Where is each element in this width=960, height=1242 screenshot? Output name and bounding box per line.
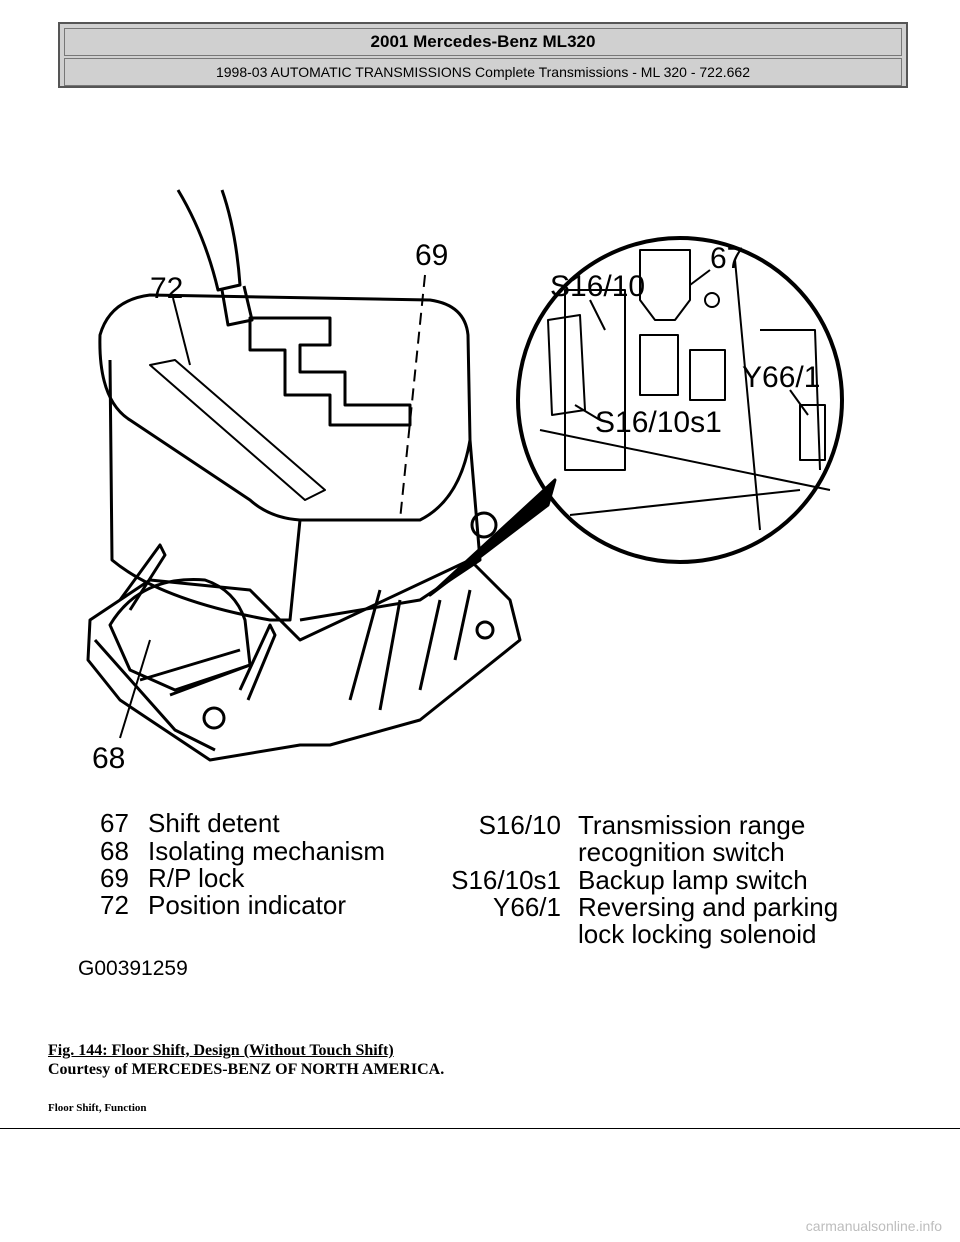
legend-code-s1610s1: S16/10s1 [451,865,561,895]
base-plate [86,558,522,762]
callout-69: 69 [415,239,448,272]
legend-desc-s1610s1: Backup lamp switch [578,865,808,895]
callout-68: 68 [92,742,125,775]
document-header: 2001 Mercedes-Benz ML320 1998-03 AUTOMAT… [58,22,908,88]
figure-title-link[interactable]: Fig. 144: Floor Shift, Design (Without T… [48,1042,394,1059]
shifter-housing-top [98,293,472,522]
section-heading: Floor Shift, Function [48,1102,147,1114]
legend-desc-69: R/P lock [148,863,245,893]
figure-caption: Fig. 144: Floor Shift, Design (Without T… [48,1042,444,1079]
shift-gate [248,316,412,427]
callout-y661: Y66/1 [742,361,820,394]
callout-72: 72 [150,272,183,305]
legend-num-68: 68 [100,836,129,866]
shifter-housing-body [108,359,302,622]
legend-num-69: 69 [100,863,129,893]
isolating-mechanism [108,578,252,692]
legend-desc-y661-2: lock locking solenoid [578,919,816,949]
shift-lever [176,189,242,292]
watermark: carmanualsonline.info [805,1218,942,1234]
legend-num-67: 67 [100,808,129,838]
callout-s1610: S16/10 [550,270,645,303]
leader-y661 [789,389,809,416]
legend-code-s1610: S16/10 [479,810,561,840]
zoom-pointer [428,478,557,597]
header-subtitle: 1998-03 AUTOMATIC TRANSMISSIONS Complete… [64,58,902,86]
page-divider [0,1128,960,1129]
callout-s1610s1: S16/10s1 [595,406,722,439]
leader-67 [689,269,711,286]
leader-69 [399,274,426,521]
legend-desc-67: Shift detent [148,808,280,838]
legend-desc-s1610-1: Transmission range [578,810,805,840]
legend-desc-y661-1: Reversing and parking [578,892,838,922]
legend-desc-s1610-2: recognition switch [578,837,785,867]
legend-code-y661: Y66/1 [493,892,561,922]
figure-courtesy: Courtesy of MERCEDES-BENZ OF NORTH AMERI… [48,1061,445,1078]
leader-68 [119,639,151,739]
legend-desc-68: Isolating mechanism [148,836,385,866]
shifter-diagram: 72 69 68 67 S16/10 S16/10s1 Y66/1 67 Shi… [78,189,844,980]
leader-72 [172,297,191,366]
leader-s1610 [589,299,606,331]
callout-67: 67 [710,242,743,275]
legend-num-72: 72 [100,890,129,920]
legend-desc-72: Position indicator [148,890,346,920]
position-indicator [149,359,326,501]
magnified-detail [539,249,831,531]
header-title: 2001 Mercedes-Benz ML320 [64,28,902,56]
leader-s1610s1 [574,404,601,421]
graphic-id: G00391259 [78,957,188,980]
magnified-view [516,236,844,564]
